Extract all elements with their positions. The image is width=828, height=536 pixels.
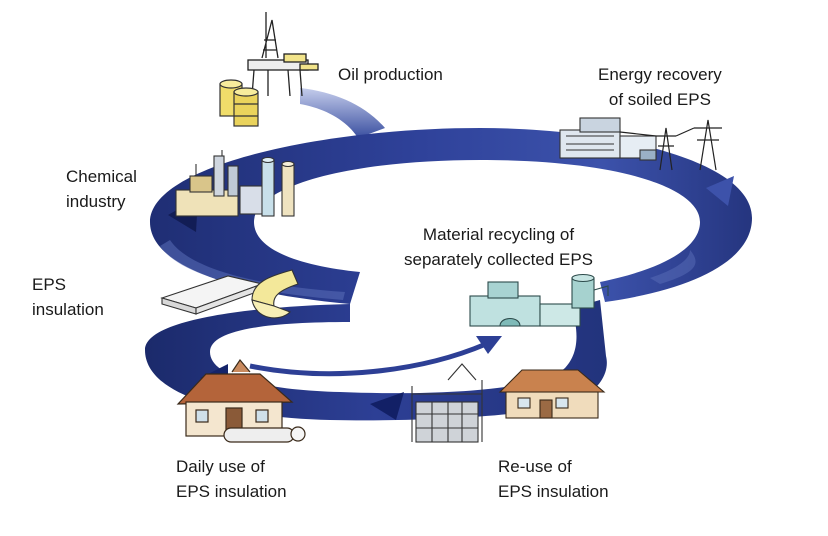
recycling-return-arrow [249,341,487,377]
recycling-plant-icon [469,273,609,327]
oil-barrels-icon [219,79,259,127]
energy-recovery-line-2: of soiled EPS [608,90,711,109]
outer-loop-band [150,128,752,304]
chemical-industry-label: Chemical industry [66,164,137,214]
chemical-industry-line-2: industry [66,192,126,211]
recycling-arrowhead [476,336,502,354]
chemical-plant-icon [175,150,295,217]
daily-use-label: Daily use of EPS insulation [176,454,287,504]
oil-rig-icon [247,12,319,97]
oil-production-text: Oil production [338,65,443,84]
building-construction-icon [411,363,483,443]
reuse-line-2: EPS insulation [498,482,609,501]
energy-recovery-label: Energy recovery of soiled EPS [598,62,722,112]
loop-highlight [160,240,345,300]
flow-arrow-bottom [370,392,404,420]
oil-production-label: Oil production [338,62,443,87]
daily-use-line-2: EPS insulation [176,482,287,501]
energy-recovery-line-1: Energy recovery [598,65,722,84]
power-plant-icon [559,117,657,161]
house-icon [176,358,306,443]
reuse-line-1: Re-use of [498,457,572,476]
oil-input-stem [300,88,385,138]
eps-insulation-label: EPS insulation [32,272,104,322]
material-recycling-label: Material recycling of separately collect… [404,222,593,272]
eps-insulation-line-1: EPS [32,275,67,294]
flow-arrow-right [706,176,734,206]
eps-pipe-shell-icon [251,269,299,319]
power-pylon-icon [619,119,722,171]
cottage-icon [498,369,606,419]
material-recycling-line-2: separately collected EPS [404,250,593,269]
daily-use-line-1: Daily use of [176,457,265,476]
loop-highlight [650,250,696,284]
reuse-label: Re-use of EPS insulation [498,454,609,504]
chemical-industry-line-1: Chemical [66,167,137,186]
eps-board-icon [160,275,264,315]
material-recycling-line-1: Material recycling of [422,225,575,244]
eps-insulation-line-2: insulation [32,300,104,319]
